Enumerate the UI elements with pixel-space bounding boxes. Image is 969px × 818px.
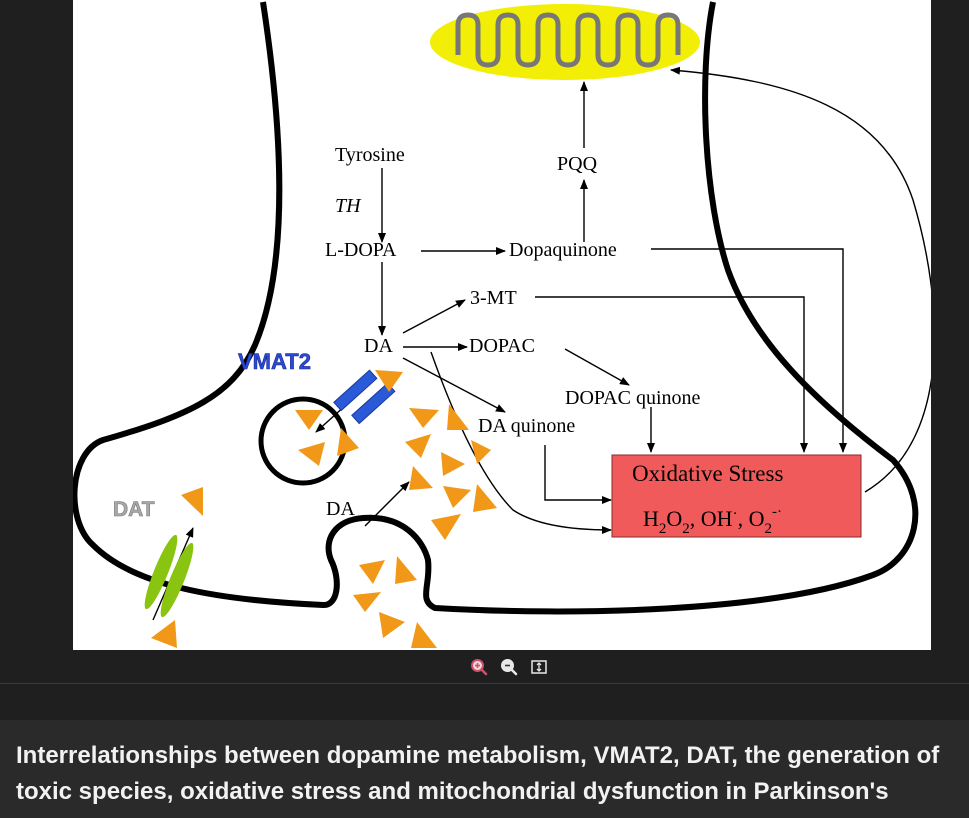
dopac-quinone-label: DOPAC quinone [565, 387, 701, 409]
da-quinone-label: DA quinone [478, 415, 575, 437]
tyrosine-label: Tyrosine [335, 144, 405, 166]
three-mt-label: 3-MT [470, 287, 517, 309]
image-toolbar [0, 650, 969, 684]
dat-transporter [144, 534, 194, 618]
zoom-out-icon [501, 659, 518, 676]
da-label: DA [364, 335, 393, 357]
vmat2-transporter [333, 369, 396, 425]
fit-height-button[interactable] [528, 656, 550, 678]
dopamine-molecules [151, 370, 497, 648]
zoom-out-button[interactable] [498, 656, 520, 678]
ldopa-label: L-DOPA [325, 239, 397, 261]
da-release-label: DA [326, 498, 355, 520]
dat-label: DAT [113, 498, 155, 521]
figure-caption: Interrelationships between dopamine meta… [16, 742, 940, 805]
pqq-label: PQQ [557, 153, 598, 175]
th-enzyme-label: TH [335, 195, 362, 217]
pathway-diagram: Tyrosine TH L-DOPA Dopaquinone PQQ 3-MT … [73, 1, 931, 648]
ros-species-label: H2O2, OH·, O2-· [643, 504, 782, 537]
mitochondrion-cristae [455, 12, 681, 68]
dopac-label: DOPAC [469, 335, 535, 357]
caption-panel: Interrelationships between dopamine meta… [0, 720, 969, 818]
zoom-in-button[interactable] [468, 656, 490, 678]
fit-height-icon [531, 660, 547, 674]
oxidative-stress-box [611, 454, 862, 538]
vmat2-label: VMAT2 [238, 349, 311, 374]
dopaquinone-label: Dopaquinone [509, 239, 617, 261]
figure-image: Tyrosine TH L-DOPA Dopaquinone PQQ 3-MT … [73, 0, 931, 650]
zoom-in-icon [471, 659, 488, 676]
oxidative-stress-label: Oxidative Stress [632, 461, 783, 486]
neuron-membrane [73, 1, 919, 615]
